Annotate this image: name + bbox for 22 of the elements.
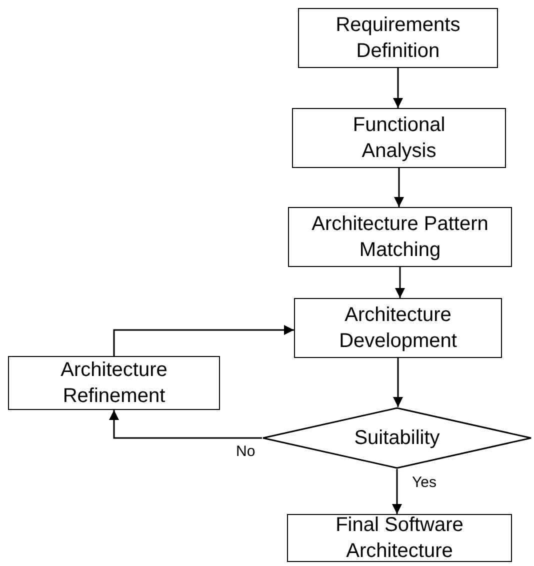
- process-box: [287, 514, 512, 562]
- arrow: [393, 358, 403, 407]
- node-label: Architecture Refinement: [60, 358, 168, 409]
- arrow: [392, 469, 402, 514]
- edge-label: No: [234, 444, 258, 459]
- process-box: [288, 207, 512, 267]
- arrow: [109, 410, 262, 439]
- process-box: [294, 298, 502, 358]
- node-label: Requirements Definition: [334, 13, 462, 64]
- arrow: [394, 168, 404, 207]
- arrow: [395, 267, 405, 298]
- node-label: Final Software Architecture: [334, 513, 464, 564]
- process-box: [298, 8, 498, 68]
- arrow: [113, 325, 294, 356]
- node-label: Functional Analysis: [352, 113, 446, 164]
- node-label: Architecture Pattern Matching: [310, 212, 490, 263]
- process-box: [292, 108, 506, 168]
- arrow: [393, 68, 403, 108]
- process-box: [8, 356, 220, 410]
- edge-label: Yes: [410, 475, 438, 490]
- node-label: Architecture Development: [338, 303, 458, 354]
- node-label: Suitability: [354, 426, 440, 451]
